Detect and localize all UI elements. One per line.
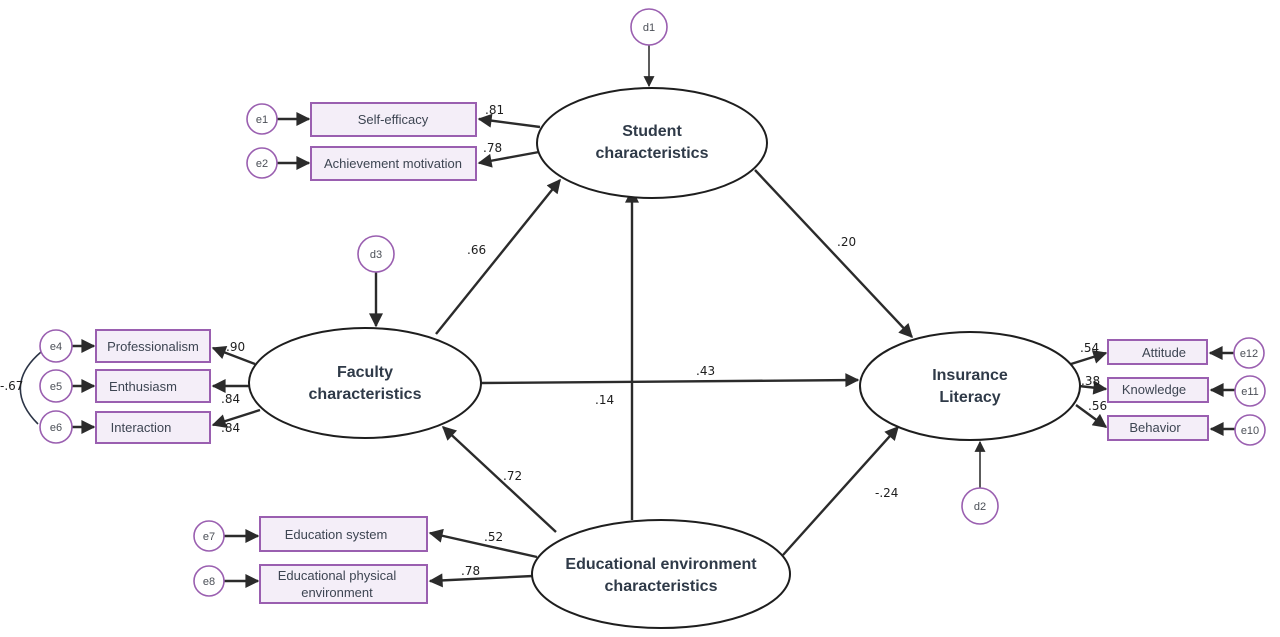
- observed-knowledge[interactable]: Knowledge: [1107, 377, 1209, 403]
- observed-knowledge-label: Knowledge: [1122, 382, 1186, 397]
- coef-behavior: .56: [1088, 399, 1107, 413]
- coef-knowledge: .38: [1081, 374, 1100, 388]
- latent-educational-environment[interactable]: Educational environment characteristics: [531, 519, 791, 629]
- error-e1[interactable]: e1: [246, 103, 278, 135]
- error-e2-label: e2: [256, 158, 268, 170]
- latent-insurance-literacy[interactable]: Insurance Literacy: [859, 331, 1081, 441]
- path-eduenv-to-faculty: [441, 426, 557, 533]
- observed-education-system[interactable]: Education system: [259, 516, 428, 552]
- error-e5-label: e5: [50, 381, 62, 393]
- path-eduenv-to-insurance: [782, 425, 899, 556]
- observed-interaction[interactable]: Interaction: [95, 411, 211, 444]
- coef-professionalism: .90: [226, 340, 245, 354]
- disturbance-d2-label: d2: [974, 501, 986, 513]
- latent-eduenv-line2: characteristics: [605, 578, 718, 595]
- error-e4[interactable]: e4: [39, 329, 73, 363]
- path-eduenv-to-education-system: [428, 528, 538, 559]
- latent-faculty-line1: Faculty: [337, 364, 393, 381]
- path-faculty-to-professionalism: [211, 345, 256, 366]
- coef-student-to-insurance: .20: [837, 235, 856, 249]
- observed-interaction-label: Interaction: [111, 420, 172, 435]
- observed-self-efficacy-label: Self-efficacy: [358, 112, 429, 127]
- error-e6-label: e6: [50, 422, 62, 434]
- coef-interaction: .84: [221, 421, 240, 435]
- observed-behavior-label: Behavior: [1129, 420, 1181, 435]
- error-e11-label: e11: [1241, 386, 1259, 398]
- path-faculty-to-insurance: [480, 373, 860, 388]
- path-student-to-achievement: [477, 150, 540, 168]
- latent-insurance-line1: Insurance: [932, 367, 1008, 384]
- error-e10[interactable]: e10: [1234, 414, 1266, 446]
- error-e7[interactable]: e7: [193, 520, 225, 552]
- error-e12[interactable]: e12: [1233, 337, 1265, 369]
- observed-enthusiasm[interactable]: Enthusiasm: [95, 369, 211, 403]
- observed-enthusiasm-label: Enthusiasm: [109, 379, 177, 394]
- latent-student-line2: characteristics: [596, 145, 709, 162]
- error-e6[interactable]: e6: [39, 410, 73, 444]
- coef-eduenv-to-student: .14: [595, 393, 614, 407]
- latent-eduenv-line1: Educational environment: [565, 556, 757, 573]
- coef-faculty-to-student: .66: [467, 243, 486, 257]
- path-insurance-to-behavior: [1075, 404, 1108, 428]
- observed-edu-physical-line2: environment: [301, 585, 373, 600]
- disturbance-d3[interactable]: d3: [357, 235, 395, 273]
- latent-faculty-line2: characteristics: [309, 386, 422, 403]
- error-e5[interactable]: e5: [39, 369, 73, 403]
- path-student-to-insurance: [754, 169, 913, 339]
- error-e4-label: e4: [50, 341, 62, 353]
- latent-student-line1: Student: [622, 123, 682, 140]
- path-faculty-to-interaction: [211, 408, 261, 428]
- error-e12-label: e12: [1240, 348, 1258, 360]
- path-faculty-to-student: [435, 178, 561, 335]
- coef-eduenv-to-insurance: -.24: [875, 486, 898, 500]
- coef-self-efficacy: .81: [485, 103, 504, 117]
- disturbance-d1[interactable]: d1: [630, 8, 668, 46]
- path-eduenv-to-physical: [428, 573, 534, 588]
- disturbance-d2[interactable]: d2: [961, 487, 999, 525]
- latent-insurance-line2: Literacy: [939, 389, 1000, 406]
- coef-attitude: .54: [1080, 341, 1099, 355]
- observed-behavior[interactable]: Behavior: [1107, 415, 1209, 441]
- observed-attitude-label: Attitude: [1142, 345, 1186, 360]
- observed-self-efficacy[interactable]: Self-efficacy: [310, 102, 477, 137]
- observed-achievement-motivation-label: Achievement motivation: [324, 156, 462, 171]
- observed-professionalism-label: Professionalism: [107, 339, 199, 354]
- error-e1-label: e1: [256, 114, 268, 126]
- error-e2[interactable]: e2: [246, 147, 278, 179]
- path-student-to-self-efficacy: [477, 113, 541, 129]
- error-e8-label: e8: [203, 576, 215, 588]
- coef-education-system: .52: [484, 530, 503, 544]
- coef-enthusiasm: .84: [221, 392, 240, 406]
- observed-edu-physical-line1: Educational physical: [278, 568, 397, 583]
- latent-faculty-characteristics[interactable]: Faculty characteristics: [248, 327, 482, 439]
- coef-eduenv-to-faculty: .72: [503, 469, 522, 483]
- observed-educational-physical-environment[interactable]: Educational physical environment: [259, 564, 428, 604]
- path-insurance-to-knowledge: [1078, 380, 1108, 395]
- disturbance-d3-label: d3: [370, 249, 382, 261]
- coef-e4-e6-covariance: -.67: [0, 379, 23, 393]
- error-e7-label: e7: [203, 531, 215, 543]
- coef-achievement-motivation: .78: [483, 141, 502, 155]
- disturbance-d1-label: d1: [643, 22, 655, 34]
- latent-student-characteristics[interactable]: Student characteristics: [536, 87, 768, 199]
- observed-education-system-label: Education system: [285, 527, 388, 542]
- error-e11[interactable]: e11: [1234, 375, 1266, 407]
- coef-faculty-to-insurance: .43: [696, 364, 715, 378]
- observed-attitude[interactable]: Attitude: [1107, 339, 1208, 365]
- coef-edu-physical: .78: [461, 564, 480, 578]
- observed-professionalism[interactable]: Professionalism: [95, 329, 211, 363]
- error-e10-label: e10: [1241, 425, 1259, 437]
- observed-achievement-motivation[interactable]: Achievement motivation: [310, 146, 477, 181]
- covariance-e4-e6: [19, 351, 42, 425]
- error-e8[interactable]: e8: [193, 565, 225, 597]
- path-insurance-to-attitude: [1070, 350, 1108, 366]
